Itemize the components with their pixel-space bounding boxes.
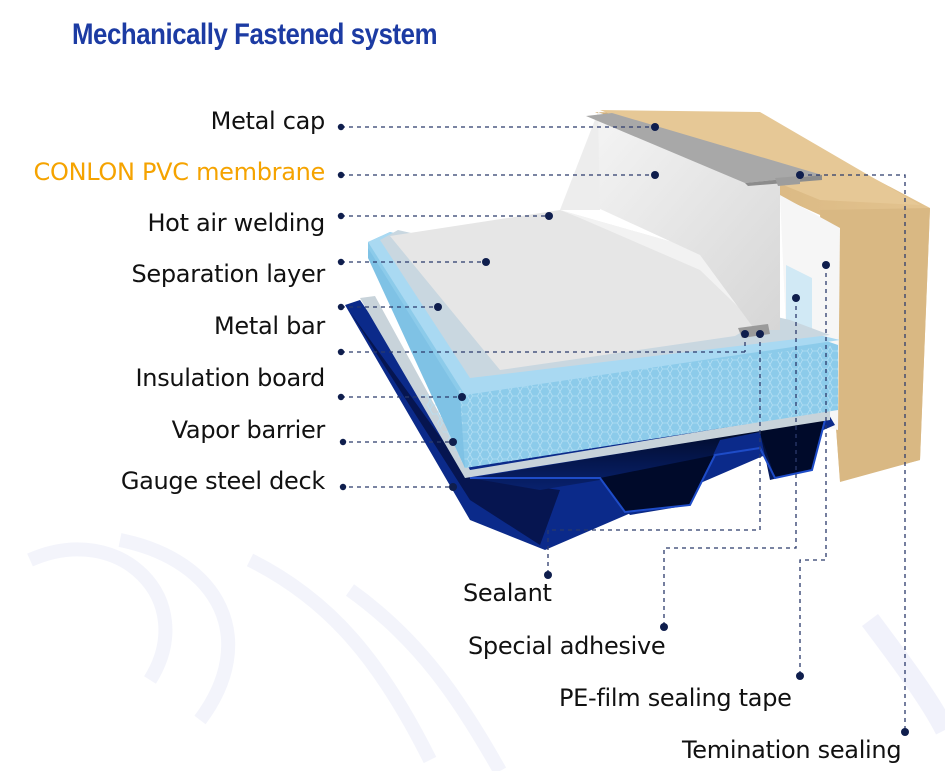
vapor-barrier xyxy=(360,296,830,478)
label-insulation-board: Insulation board xyxy=(135,364,326,392)
label-termination-sealing: Temination sealing xyxy=(682,736,902,764)
steel-deck xyxy=(345,300,835,550)
label-hot-air-welding: Hot air welding xyxy=(147,209,325,237)
label-special-adhesive: Special adhesive xyxy=(468,632,666,660)
label-metal-cap: Metal cap xyxy=(210,107,326,135)
label-gauge-steel-deck: Gauge steel deck xyxy=(120,467,325,495)
label-sealant: Sealant xyxy=(463,579,552,607)
pvc-membrane xyxy=(390,112,780,370)
leader-lines xyxy=(341,126,906,732)
leader-dots xyxy=(337,123,909,736)
label-vapor-barrier: Vapor barrier xyxy=(171,416,326,444)
label-conlon-pvc-membrane: CONLON PVC membrane xyxy=(33,158,326,186)
page-title: Mechanically Fastened system xyxy=(72,18,438,51)
label-pe-film-sealing-tape: PE-film sealing tape xyxy=(559,684,792,712)
label-metal-bar: Metal bar xyxy=(214,312,325,340)
label-separation-layer: Separation layer xyxy=(131,260,325,288)
